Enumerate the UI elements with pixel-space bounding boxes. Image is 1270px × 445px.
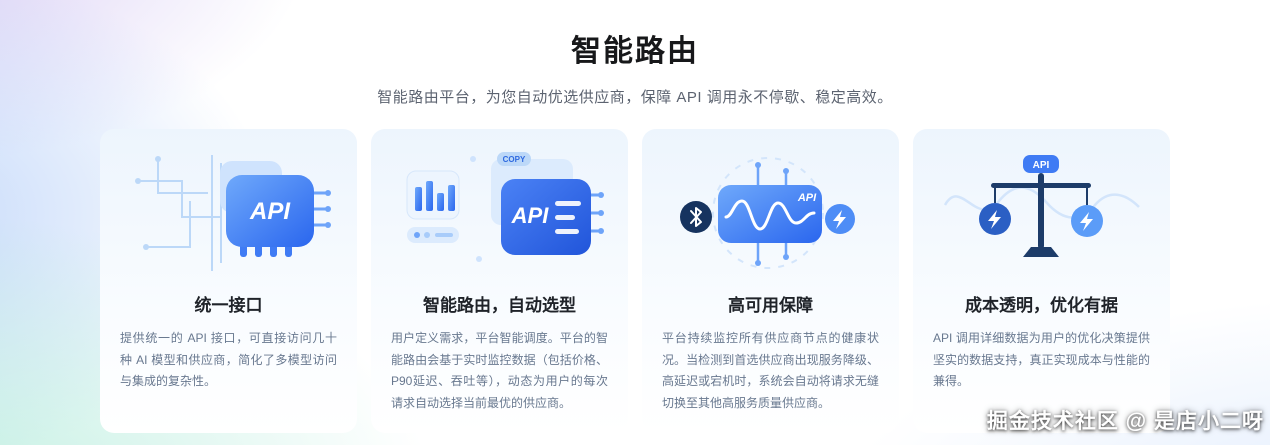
unified-api-illustration: API	[124, 143, 334, 283]
page-subtitle: 智能路由平台，为您自动优选供应商，保障 API 调用永不停歇、稳定高效。	[377, 89, 893, 106]
card-description: API 调用详细数据为用户的优化决策提供坚实的数据支持，真正实现成本与性能的兼得…	[933, 331, 1150, 389]
copy-tag-label: COPY	[502, 155, 525, 164]
bar-chart-icon	[406, 170, 459, 220]
dashed-orbit-icon	[711, 157, 824, 269]
card-title: 成本透明，优化有据	[965, 296, 1118, 315]
card-description: 提供统一的 API 接口，可直接访问几十种 AI 模型和供应商，简化了多模型访问…	[120, 331, 337, 389]
circuit-lines-icon	[137, 155, 222, 271]
routing-selection-icon: COPY API	[406, 152, 604, 262]
api-badge-label: API	[1032, 160, 1049, 171]
smart-routing-illustration: COPY API	[395, 143, 605, 283]
page-title: 智能路由	[571, 35, 699, 68]
copy-tag: COPY	[496, 152, 531, 166]
feature-card-unified-api: API 统一接口 提供统一的 API 接口，可直接访问几十种 AI 模型和供应商…	[100, 129, 357, 433]
api-chip-icon: API	[134, 155, 331, 271]
api-badge-label: API	[796, 192, 816, 204]
lightning-pan-right-icon	[1070, 205, 1103, 237]
server-pill-icon	[406, 227, 459, 243]
availability-monitor-icon: API	[679, 157, 855, 269]
watermark: 掘金技术社区 @ 是店小二呀	[986, 410, 1264, 433]
card-title: 统一接口	[194, 296, 263, 315]
high-availability-illustration: API	[666, 143, 876, 283]
bluetooth-off-icon	[679, 201, 712, 233]
lightning-pan-left-icon	[978, 203, 1011, 235]
api-card-icon	[500, 179, 591, 255]
api-badge-label: API	[248, 198, 290, 225]
card-description: 平台持续监控所有供应商节点的健康状况。当检测到首选供应商出现服务降级、高延迟或宕…	[662, 331, 879, 410]
lightning-icon	[824, 204, 855, 234]
cost-transparency-illustration: API	[937, 143, 1147, 283]
card-description: 用户定义需求，平台智能调度。平台的智能路由会基于实时监控数据（包括价格、P90延…	[391, 331, 608, 410]
feature-card-high-availability: API 高可用保障 平台持续监控所有供应商节点的健康状况。当检测到首选供应商出现…	[642, 129, 899, 433]
api-label-tag: API	[1022, 155, 1059, 173]
balance-scale-icon: API	[943, 155, 1140, 257]
waveform-icon	[724, 199, 815, 231]
card-title: 智能路由，自动选型	[423, 296, 576, 315]
feature-card-smart-routing: COPY API 智能路由，自	[371, 129, 628, 433]
api-badge-label: API	[510, 203, 549, 228]
card-title: 高可用保障	[728, 296, 813, 315]
feature-card-cost-transparency: API 成本透明，优化有据 API 调	[913, 129, 1170, 433]
feature-cards-row: API 统一接口 提供统一的 API 接口，可直接访问几十种 AI 模型和供应商…	[0, 129, 1270, 433]
